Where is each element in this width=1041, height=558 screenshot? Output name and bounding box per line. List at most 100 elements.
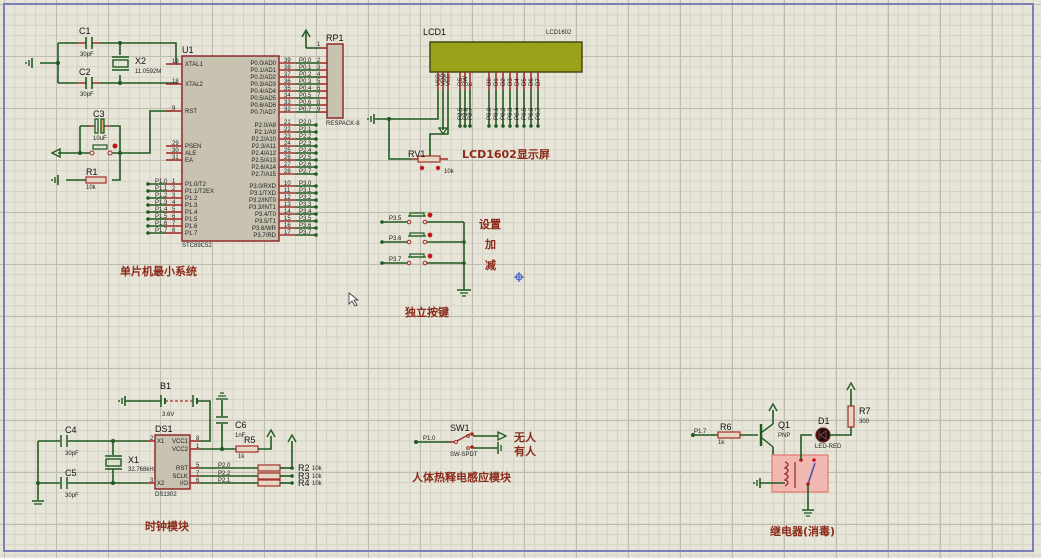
junction-dot <box>314 219 318 223</box>
capacitor-c1[interactable] <box>78 37 100 49</box>
c4-value: 30pF <box>65 451 79 457</box>
rp1-label: RP1 <box>326 33 344 43</box>
potentiometer-rv1[interactable] <box>412 155 448 171</box>
u1-pin-number: 6 <box>172 214 176 220</box>
lcd-net-label: P2.5 <box>458 107 464 120</box>
capacitor-c5[interactable] <box>60 477 68 489</box>
resistor-r5[interactable] <box>235 445 259 453</box>
battery-b1[interactable] <box>118 395 211 442</box>
junction-dot <box>494 124 498 128</box>
c3-label: C3 <box>93 109 105 119</box>
lcd-pin-name: D6 <box>529 78 535 86</box>
relay-net-label: P1.7 <box>694 429 707 435</box>
resistor-r6[interactable] <box>717 431 741 439</box>
rp1-body[interactable] <box>326 43 344 119</box>
p2-net-label: P2.0 <box>299 120 312 126</box>
power-arrow-icon <box>266 428 276 438</box>
u1-pin-name: RST <box>185 109 197 115</box>
lcd-net-label: P0.2 <box>501 107 507 120</box>
key-button[interactable] <box>406 212 433 225</box>
lcd-pin-name: VEE <box>446 74 452 86</box>
p3-net-label: P3.7 <box>299 230 312 236</box>
switch-sw1[interactable] <box>450 432 474 450</box>
p2-net-label: P2.7 <box>299 169 312 175</box>
reset-button[interactable] <box>89 143 118 156</box>
key-button[interactable] <box>406 232 433 245</box>
junction-dot <box>314 130 318 134</box>
lcd-pin-name: D4 <box>515 78 521 86</box>
r7-value: 300 <box>859 419 870 425</box>
crystal-x1[interactable] <box>105 455 122 470</box>
u1-pin-name: P1.5 <box>185 217 198 223</box>
c4-label: C4 <box>65 425 77 435</box>
ds1302-pin-name: RST <box>176 466 188 472</box>
resistor-r1[interactable] <box>85 176 107 184</box>
p1-net-label: P1.6 <box>155 221 168 227</box>
junction-dot <box>290 474 294 478</box>
junction-dot <box>468 124 472 128</box>
p0-net-label: P0.5 <box>299 93 312 99</box>
rv1-label: RV1 <box>408 149 425 159</box>
u1-pin-number: 5 <box>172 207 176 213</box>
resistor-r4[interactable] <box>257 479 281 487</box>
resistor-r3[interactable] <box>257 472 281 480</box>
power-arrow-icon <box>497 430 508 442</box>
p1-net-label: P1.3 <box>155 200 168 206</box>
lcd-net-label: P0.6 <box>529 107 535 120</box>
led-d1[interactable] <box>815 427 831 443</box>
u1-chip-body[interactable] <box>181 55 280 242</box>
r4-value: 10k <box>312 481 323 487</box>
x1-label: X1 <box>128 455 139 465</box>
c1-label: C1 <box>79 26 91 36</box>
u1-pin-name: P3.5/T1 <box>255 219 277 225</box>
u1-pin-name: P0.1/AD1 <box>250 68 276 74</box>
resistor-r7[interactable] <box>847 405 855 428</box>
r5-value: 1k <box>238 454 245 460</box>
transistor-q1[interactable] <box>759 402 778 455</box>
u1-pin-number: 7 <box>172 221 176 227</box>
u1-pin-name: EA <box>185 158 193 164</box>
junction-dot <box>314 184 318 188</box>
pir-module: P1.0 SW1 SW-SPDT 无人 有人 人体热释电感应模块 <box>412 423 537 484</box>
r3-value: 10k <box>312 474 323 480</box>
capacitor-c2[interactable] <box>78 77 100 89</box>
p1-net-label: P1.0 <box>155 179 168 185</box>
q1-value: PNP <box>778 433 790 439</box>
u1-pin-number: 12 <box>284 195 291 201</box>
junction-dot <box>463 124 467 128</box>
crystal-x2[interactable] <box>112 56 129 71</box>
u1-pin-number: 10 <box>284 181 291 187</box>
lcd-screen[interactable] <box>429 41 583 73</box>
key-net-label: P3.5 <box>389 216 402 222</box>
capacitor-c3[interactable] <box>90 118 110 134</box>
p1-net-label: P1.7 <box>155 228 168 234</box>
resistor-r2[interactable] <box>257 464 281 472</box>
p0-net-label: P0.0 <box>299 58 312 64</box>
pir-net-label: P1.0 <box>423 436 436 442</box>
lcd-pin-name: RS <box>458 78 464 86</box>
u1-pin-number: 3 <box>172 193 176 199</box>
p3-net-label: P3.2 <box>299 195 312 201</box>
sheet-border <box>3 3 1034 552</box>
c5-label: C5 <box>65 468 77 478</box>
u1-pin-name: P0.2/AD2 <box>250 75 276 81</box>
pir-label-somebody: 有人 <box>514 444 537 458</box>
clock-net-label: P2.0 <box>218 463 231 469</box>
u1-pin-number: 18 <box>172 79 179 85</box>
u1-pin-name: P2.2/A10 <box>251 137 276 143</box>
capacitor-c4[interactable] <box>60 435 68 447</box>
key-button[interactable] <box>406 253 433 266</box>
rp1-pin-number: 2 <box>317 58 321 64</box>
ds1302-body[interactable] <box>154 434 191 490</box>
u1-pin-number: 33 <box>284 100 291 106</box>
junction-dot <box>146 210 150 214</box>
capacitor-c6[interactable] <box>216 416 228 424</box>
u1-pin-name: XTAL2 <box>185 82 204 88</box>
p3-net-label: P3.4 <box>299 209 312 215</box>
u1-pin-name: PSEN <box>185 144 201 150</box>
u1-pin-number: 31 <box>172 155 179 161</box>
u1-pin-number: 15 <box>284 216 291 222</box>
u1-pin-number: 27 <box>284 162 291 168</box>
u1-pin-name: P2.4/A12 <box>251 151 276 157</box>
